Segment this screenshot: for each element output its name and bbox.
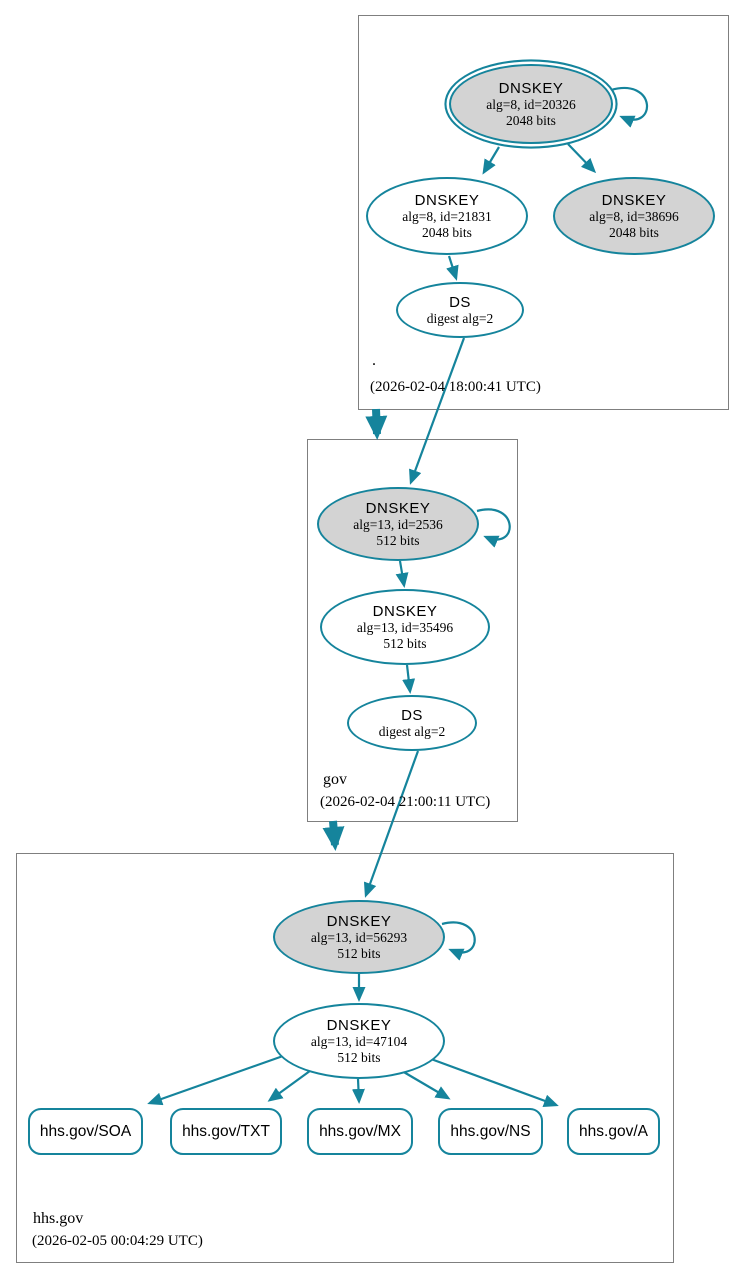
edge-delegation-gov-to-hhs — [322, 820, 345, 851]
dnskey-node-47104[interactable]: DNSKEY alg=13, id=47104 512 bits — [273, 1003, 445, 1079]
dnskey-title: DNSKEY — [326, 1017, 392, 1034]
dnskey-alg-id: alg=13, id=35496 — [356, 620, 454, 635]
dnskey-title: DNSKEY — [326, 913, 392, 930]
rrset-node-mx[interactable]: hhs.gov/MX — [307, 1108, 413, 1155]
dnskey-alg-id: alg=8, id=20326 — [486, 97, 576, 112]
ds-node-gov[interactable]: DS digest alg=2 — [347, 695, 477, 751]
ds-digest: digest alg=2 — [426, 310, 494, 326]
dnskey-title: DNSKEY — [498, 80, 564, 97]
dnskey-alg-id: alg=13, id=2536 — [353, 517, 443, 532]
dnskey-bits: 2048 bits — [422, 224, 472, 240]
zone-timestamp-root: (2026-02-04 18:00:41 UTC) — [370, 379, 541, 395]
dnskey-bits: 512 bits — [383, 635, 427, 651]
ds-digest: digest alg=2 — [378, 723, 446, 739]
ds-node-root[interactable]: DS digest alg=2 — [396, 282, 524, 338]
dnskey-bits: 2048 bits — [609, 224, 659, 240]
zone-label-root: . — [372, 352, 376, 369]
edge-delegation-root-to-gov — [365, 408, 388, 440]
dnskey-node-2536[interactable]: DNSKEY alg=13, id=2536 512 bits — [317, 487, 479, 561]
dnskey-bits: 2048 bits — [506, 112, 556, 128]
rrset-label: hhs.gov/MX — [319, 1122, 401, 1140]
ds-title: DS — [449, 293, 471, 311]
rrset-label: hhs.gov/A — [579, 1122, 648, 1140]
zone-label-gov: gov — [323, 771, 347, 788]
dnskey-node-20326[interactable]: DNSKEY alg=8, id=20326 2048 bits — [449, 64, 613, 144]
dnskey-alg-id: alg=13, id=47104 — [310, 1034, 408, 1049]
rrset-node-ns[interactable]: hhs.gov/NS — [438, 1108, 543, 1155]
dnskey-alg-id: alg=13, id=56293 — [310, 930, 408, 945]
dnskey-title: DNSKEY — [365, 500, 431, 517]
dnskey-title: DNSKEY — [601, 192, 667, 209]
rrset-node-a[interactable]: hhs.gov/A — [567, 1108, 660, 1155]
dnskey-bits: 512 bits — [337, 945, 381, 961]
rrset-label: hhs.gov/NS — [450, 1122, 531, 1140]
dnskey-node-38696[interactable]: DNSKEY alg=8, id=38696 2048 bits — [553, 177, 715, 255]
zone-label-hhs-gov: hhs.gov — [33, 1210, 84, 1227]
zone-box-hhs-gov — [16, 853, 674, 1263]
dnskey-bits: 512 bits — [376, 532, 420, 548]
dnskey-node-21831[interactable]: DNSKEY alg=8, id=21831 2048 bits — [366, 177, 528, 255]
dnskey-alg-id: alg=8, id=21831 — [402, 209, 492, 224]
zone-timestamp-hhs-gov: (2026-02-05 00:04:29 UTC) — [32, 1233, 203, 1249]
dnskey-title: DNSKEY — [414, 192, 480, 209]
dnskey-title: DNSKEY — [372, 603, 438, 620]
zone-box-root — [358, 15, 729, 410]
dnskey-alg-id: alg=8, id=38696 — [589, 209, 679, 224]
zone-timestamp-gov: (2026-02-04 21:00:11 UTC) — [320, 794, 491, 810]
ds-title: DS — [401, 706, 423, 724]
rrset-node-txt[interactable]: hhs.gov/TXT — [170, 1108, 282, 1155]
dnskey-node-56293[interactable]: DNSKEY alg=13, id=56293 512 bits — [273, 900, 445, 974]
dnskey-bits: 512 bits — [337, 1049, 381, 1065]
rrset-node-soa[interactable]: hhs.gov/SOA — [28, 1108, 143, 1155]
rrset-label: hhs.gov/TXT — [182, 1122, 270, 1140]
dnskey-node-35496[interactable]: DNSKEY alg=13, id=35496 512 bits — [320, 589, 490, 665]
rrset-label: hhs.gov/SOA — [39, 1122, 132, 1140]
